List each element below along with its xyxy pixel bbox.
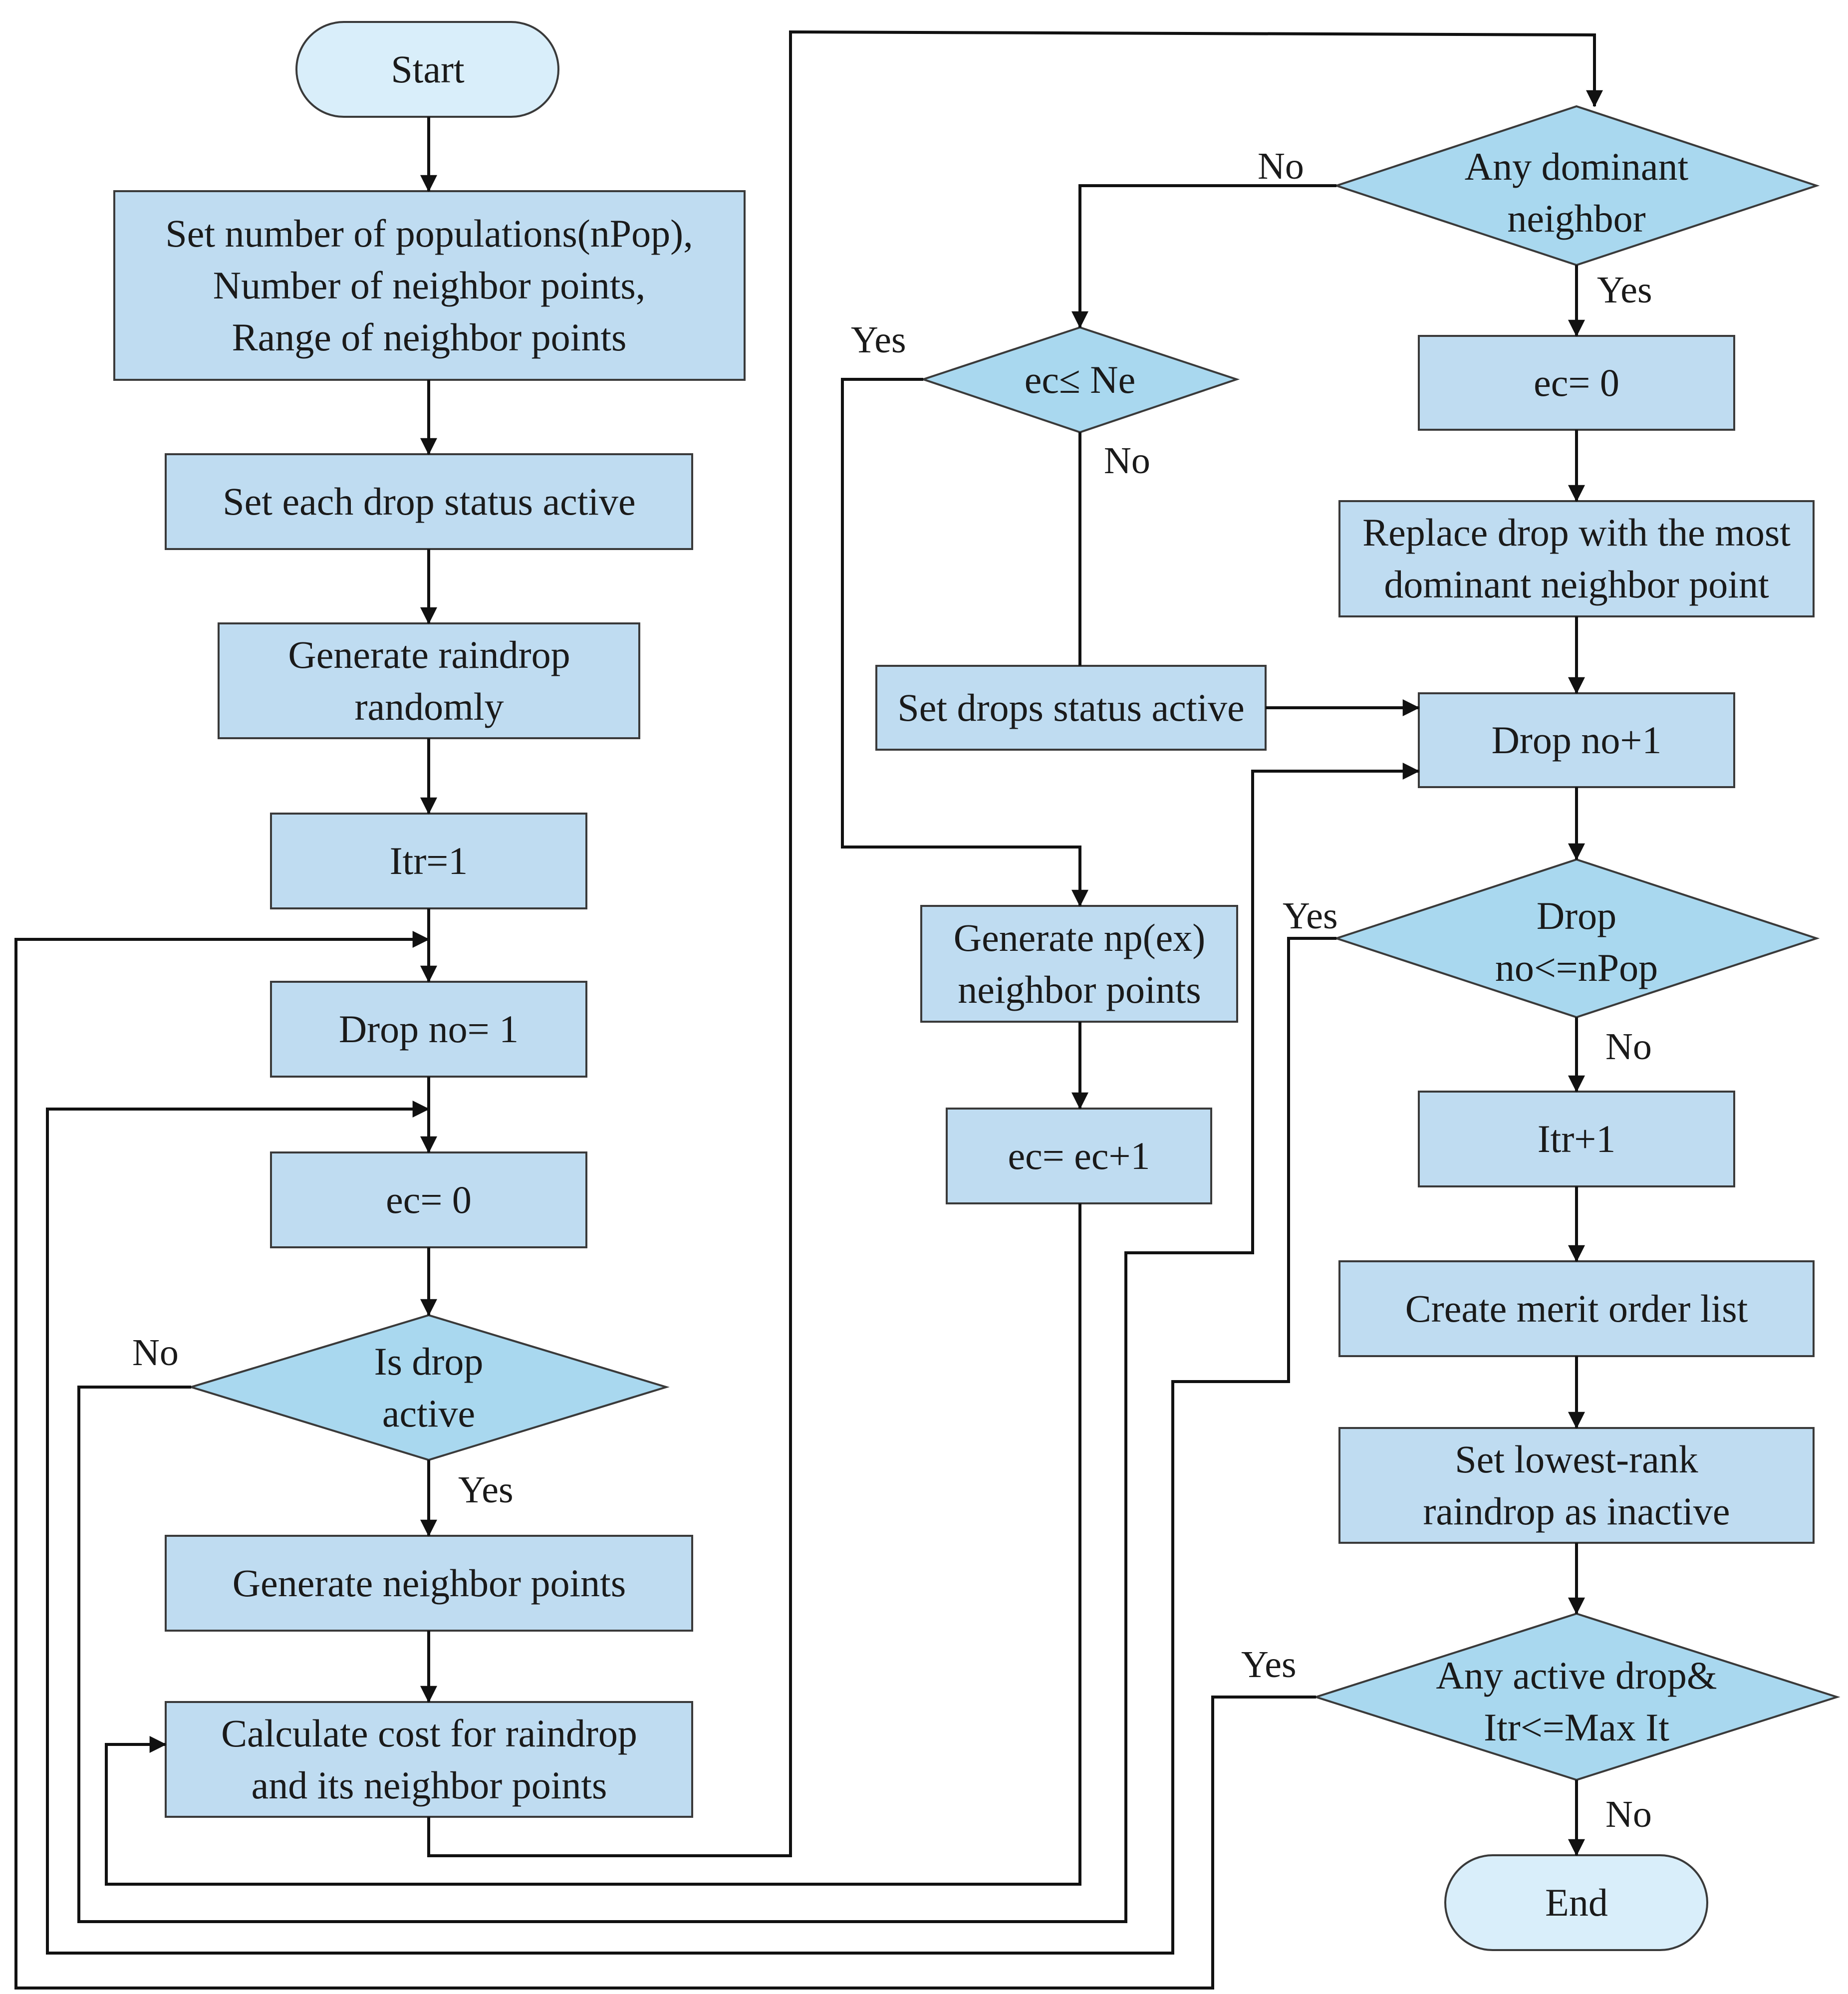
set-params-box [113,190,746,381]
node-label-line: Generate raindrop [288,633,570,676]
dropno-le-no-label: No [1605,1026,1652,1068]
dropno-le-yes-label: Yes [1283,895,1338,937]
node-label-line: ec≤ Ne [1025,358,1136,401]
is-active-no-label: No [132,1332,179,1374]
is-active-decision [188,1314,670,1461]
node-label-line: Set number of populations(nPop), [165,212,693,255]
node-label-line: Set lowest-rank [1455,1437,1698,1481]
set-drops-active-label: Set drops status active [897,686,1244,729]
gen-np-label: Generate np(ex) neighbor points [954,916,1206,1011]
ec-inc-box [946,1108,1212,1204]
ec0-left-label: ec= 0 [386,1178,472,1221]
replace-label: Replace drop with the most dominant neigh… [1362,511,1791,606]
node-label-line: no<=nPop [1495,946,1658,989]
itr1-label: Itr=1 [390,839,468,882]
node-label-line: Replace drop with the most [1362,511,1791,554]
end-label: End [1545,1881,1608,1924]
node-label-line: Itr<=Max It [1484,1706,1669,1749]
lowest-label: Set lowest-rank raindrop as inactive [1423,1437,1730,1533]
any-active-no-label: No [1605,1793,1652,1835]
start-label: Start [391,47,465,91]
node-label-line: Any active drop& [1436,1654,1717,1697]
node-label-line: Is drop [374,1340,484,1383]
edge-calccost-anydominant [427,30,1603,1857]
node-label-line: ec= 0 [386,1178,472,1221]
node-label-line: active [382,1392,475,1435]
dropno-le-label: Drop no<=nPop [1495,894,1658,989]
edge-isactive-no-dropnoinc [77,763,1420,1923]
edge-anydominant-no [1071,184,1336,328]
any-dominant-yes-label: Yes [1597,269,1652,311]
calc-cost-box [165,1701,693,1818]
node-label-line: ec= ec+1 [1008,1134,1150,1177]
node-label-line: Itr+1 [1538,1117,1616,1160]
ec0-right-box [1418,335,1735,431]
node-label-line: Number of neighbor points, [213,264,646,307]
dropno-le-decision [1333,858,1820,1019]
is-active-yes-label: Yes [458,1469,514,1511]
node-label-line: and its neighbor points [252,1763,607,1807]
any-dominant-no-label: No [1258,145,1304,187]
node-label-line: Start [391,47,465,91]
node-label-line: Create merit order list [1405,1287,1748,1330]
ec-le-ne-label: ec≤ Ne [1025,358,1136,401]
any-dominant-label: Any dominant neighbor [1465,145,1689,240]
node-label-line: Drop no= 1 [339,1007,519,1051]
node-label-line: raindrop as inactive [1423,1489,1730,1533]
dropno-inc-label: Drop no+1 [1492,718,1662,762]
dropno1-label: Drop no= 1 [339,1007,519,1051]
lowest-box [1338,1427,1815,1544]
node-label-line: Range of neighbor points [232,315,627,359]
ec0-right-label: ec= 0 [1534,361,1619,404]
gen-neighbor-box [165,1535,693,1632]
node-label-line: Generate np(ex) [954,916,1206,959]
set-active-label: Set each drop status active [223,480,635,523]
any-active-label: Any active drop&Itr<=Max It [1436,1654,1717,1749]
set-params-label: Set number of populations(nPop), Number o… [165,212,693,359]
merit-label: Create merit order list [1405,1287,1748,1330]
calc-cost-label: Calculate cost for raindrop and its neigh… [221,1711,637,1807]
edge-ecne-yes-gennp [841,378,1088,907]
node-label-line: ec= 0 [1534,361,1619,404]
node-label-line: Itr=1 [390,839,468,882]
any-active-yes-label: Yes [1241,1644,1297,1686]
gen-np-box [920,905,1238,1023]
node-label-line: Set drops status active [897,686,1244,729]
gen-raindrop-box [218,622,640,739]
node-label-line: Calculate cost for raindrop [221,1711,637,1755]
node-label-line: Drop no+1 [1492,718,1662,762]
ec-le-ne-yes-label: Yes [851,319,906,361]
ec-le-ne-no-label: No [1104,440,1150,482]
node-label-line: neighbor points [958,968,1201,1011]
edge-anyactive-yes-loop [14,931,1316,1990]
node-label-line: neighbor [1507,197,1645,240]
gen-neighbor-label: Generate neighbor points [233,1561,626,1605]
gen-raindrop-label: Generate raindrop randomly [288,633,570,728]
node-label-line: Generate neighbor points [233,1561,626,1605]
is-active-label: Is drop active [374,1340,484,1435]
node-label-line: Any dominant [1465,145,1689,188]
node-label-line: dominant neighbor point [1384,563,1769,606]
itr-inc-label: Itr+1 [1538,1117,1616,1160]
edge-dropnole-yes-loop [46,937,1336,1955]
node-label-line: Set each drop status active [223,480,635,523]
ec-inc-label: ec= ec+1 [1008,1134,1150,1177]
node-label-line: Drop [1537,894,1616,937]
set-drops-active-box [875,665,1267,751]
replace-box [1338,500,1815,617]
edge-ecinc-calccost [105,1203,1081,1886]
node-label-line: End [1545,1881,1608,1924]
node-label-line: randomly [355,685,504,728]
